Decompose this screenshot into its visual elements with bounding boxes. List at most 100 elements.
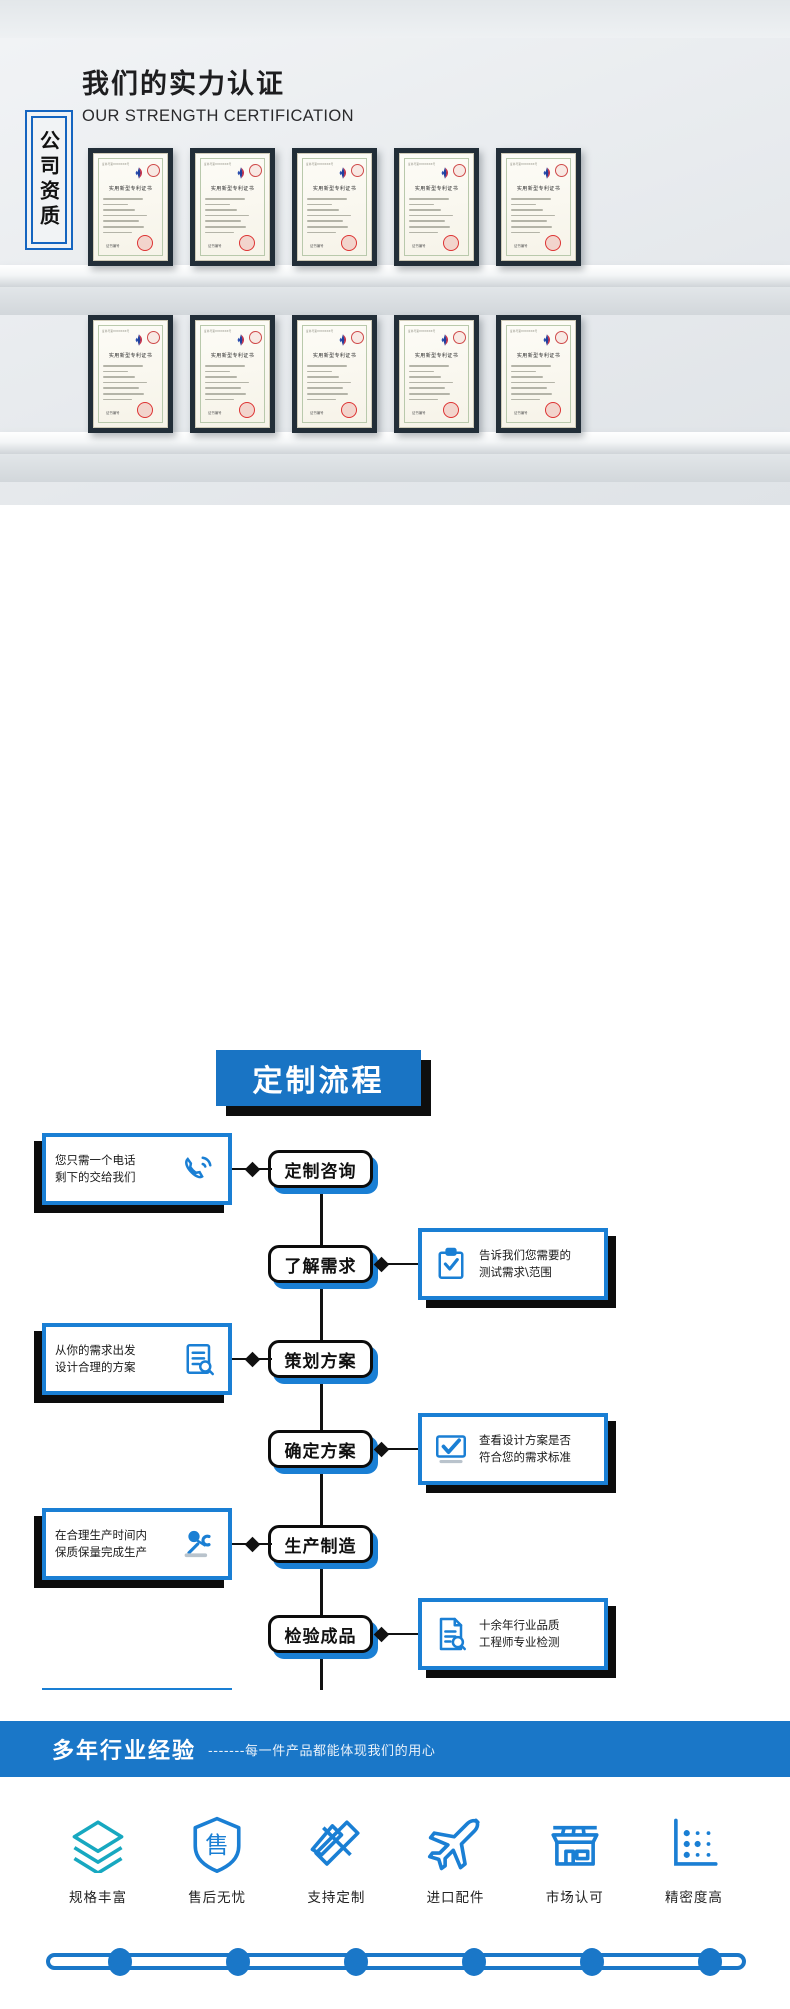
certificate-header-note: 证书号第XXXXXXX号 — [408, 330, 436, 333]
shelf-bottom — [0, 432, 790, 454]
certificate-signature: 证书编号 — [208, 244, 222, 248]
certificate-frame[interactable]: 证书号第XXXXXXX号实用新型专利证书证书编号 — [496, 148, 581, 266]
certificate-seal-icon — [555, 331, 568, 344]
certificate-header-note: 证书号第XXXXXXX号 — [102, 163, 130, 166]
flow-card-text: 十余年行业品质 工程师专业检测 — [479, 1618, 560, 1649]
certification-section: 我们的实力认证 OUR STRENGTH CERTIFICATION 公司资质 … — [0, 0, 790, 505]
certificate-paper: 证书号第XXXXXXX号实用新型专利证书证书编号 — [297, 320, 372, 428]
certificate-red-stamp-icon — [239, 235, 255, 251]
connector-line — [257, 1167, 272, 1171]
patent-logo-icon — [234, 166, 248, 179]
certificate-body-lines — [307, 365, 362, 404]
certificate-title: 实用新型专利证书 — [516, 186, 561, 192]
certification-heading: 我们的实力认证 OUR STRENGTH CERTIFICATION — [82, 62, 354, 126]
certificate-seal-icon — [147, 331, 160, 344]
certificate-frame[interactable]: 证书号第XXXXXXX号实用新型专利证书证书编号 — [394, 315, 479, 433]
certificate-title: 实用新型专利证书 — [210, 353, 255, 359]
experience-footer-section: 多年行业经验 -------每一件产品都能体现我们的用心 规格丰富售售后无忧支持… — [0, 1690, 790, 2009]
flow-card-left: 您只需一个电话 剩下的交给我们 — [34, 1133, 232, 1213]
flow-card-body[interactable]: 在合理生产时间内 保质保量完成生产 — [42, 1508, 232, 1580]
flow-card-right: 告诉我们您需要的 测试需求\范围 — [418, 1228, 616, 1308]
flow-card-body[interactable]: 查看设计方案是否 符合您的需求标准 — [418, 1413, 608, 1485]
feature-track-dot — [344, 1948, 368, 1976]
certificate-seal-icon — [249, 331, 262, 344]
certification-title-en: OUR STRENGTH CERTIFICATION — [82, 107, 354, 125]
flow-step-pill[interactable]: 生产制造 — [268, 1525, 373, 1563]
connector-line — [257, 1542, 272, 1546]
flow-step: 生产制造 — [268, 1525, 378, 1569]
flow-card-left: 从你的需求出发 设计合理的方案 — [34, 1323, 232, 1403]
certificate-body-lines — [307, 198, 362, 237]
certificate-title: 实用新型专利证书 — [312, 186, 357, 192]
feature-item[interactable]: 精密度高 — [642, 1808, 746, 1906]
certificate-body-lines — [103, 365, 158, 404]
certificate-header-note: 证书号第XXXXXXX号 — [204, 163, 232, 166]
certificate-signature: 证书编号 — [106, 411, 120, 415]
feature-track-dot — [580, 1948, 604, 1976]
certificate-title: 实用新型专利证书 — [516, 353, 561, 359]
certificate-signature: 证书编号 — [514, 244, 528, 248]
certificate-seal-icon — [249, 164, 262, 177]
certificate-frame[interactable]: 证书号第XXXXXXX号实用新型专利证书证书编号 — [496, 315, 581, 433]
flow-card-right: 查看设计方案是否 符合您的需求标准 — [418, 1413, 616, 1493]
flow-step-pill[interactable]: 确定方案 — [268, 1430, 373, 1468]
certificate-paper: 证书号第XXXXXXX号实用新型专利证书证书编号 — [195, 320, 270, 428]
certificate-row-bottom: 证书号第XXXXXXX号实用新型专利证书证书编号证书号第XXXXXXX号实用新型… — [88, 315, 581, 433]
feature-item[interactable]: 售售后无忧 — [165, 1808, 269, 1906]
flow-title-text: 定制流程 — [252, 1064, 385, 1099]
patent-logo-icon — [336, 166, 350, 179]
connector-diamond — [244, 1536, 260, 1552]
certificate-frame[interactable]: 证书号第XXXXXXX号实用新型专利证书证书编号 — [190, 315, 275, 433]
certificate-row-top: 证书号第XXXXXXX号实用新型专利证书证书编号证书号第XXXXXXX号实用新型… — [88, 148, 581, 266]
monitor-check-icon — [431, 1429, 471, 1469]
feature-track-dot — [108, 1948, 132, 1976]
flow-step-pill[interactable]: 检验成品 — [268, 1615, 373, 1653]
certification-title-cn: 我们的实力认证 — [82, 69, 285, 100]
flow-step-label: 确定方案 — [284, 1441, 357, 1462]
certificate-frame[interactable]: 证书号第XXXXXXX号实用新型专利证书证书编号 — [190, 148, 275, 266]
certificate-frame[interactable]: 证书号第XXXXXXX号实用新型专利证书证书编号 — [88, 315, 173, 433]
flow-connector-left — [232, 1161, 272, 1177]
flow-card-text: 查看设计方案是否 符合您的需求标准 — [479, 1433, 571, 1464]
flow-card-text: 从你的需求出发 设计合理的方案 — [55, 1343, 136, 1374]
flow-card-body[interactable]: 十余年行业品质 工程师专业检测 — [418, 1598, 608, 1670]
certificate-paper: 证书号第XXXXXXX号实用新型专利证书证书编号 — [501, 153, 576, 261]
flow-card-body[interactable]: 从你的需求出发 设计合理的方案 — [42, 1323, 232, 1395]
flow-connector-left — [232, 1351, 272, 1367]
shelf-top-face — [0, 287, 790, 315]
flow-step: 确定方案 — [268, 1430, 378, 1474]
certificate-red-stamp-icon — [239, 402, 255, 418]
certificate-paper: 证书号第XXXXXXX号实用新型专利证书证书编号 — [93, 320, 168, 428]
certificate-paper: 证书号第XXXXXXX号实用新型专利证书证书编号 — [399, 320, 474, 428]
feature-item[interactable]: 支持定制 — [284, 1808, 388, 1906]
certificate-seal-icon — [351, 164, 364, 177]
certificate-red-stamp-icon — [341, 402, 357, 418]
flow-card-body[interactable]: 您只需一个电话 剩下的交给我们 — [42, 1133, 232, 1205]
certificate-frame[interactable]: 证书号第XXXXXXX号实用新型专利证书证书编号 — [292, 148, 377, 266]
certificate-frame[interactable]: 证书号第XXXXXXX号实用新型专利证书证书编号 — [88, 148, 173, 266]
flow-card-body[interactable]: 告诉我们您需要的 测试需求\范围 — [418, 1228, 608, 1300]
company-qualification-label: 公司资质 — [36, 130, 61, 230]
experience-banner-subtitle: -------每一件产品都能体现我们的用心 — [208, 1743, 436, 1759]
flow-step: 定制咨询 — [268, 1150, 378, 1194]
connector-diamond — [244, 1161, 260, 1177]
certificate-paper: 证书号第XXXXXXX号实用新型专利证书证书编号 — [501, 320, 576, 428]
certificate-frame[interactable]: 证书号第XXXXXXX号实用新型专利证书证书编号 — [292, 315, 377, 433]
flow-step-label: 定制咨询 — [284, 1161, 357, 1182]
feature-label: 规格丰富 — [69, 1890, 127, 1906]
connector-line — [387, 1632, 418, 1636]
patent-logo-icon — [132, 333, 146, 346]
flow-step-label: 策划方案 — [284, 1351, 357, 1372]
feature-item[interactable]: 市场认可 — [523, 1808, 627, 1906]
flow-step-pill[interactable]: 策划方案 — [268, 1340, 373, 1378]
flow-step-pill[interactable]: 定制咨询 — [268, 1150, 373, 1188]
flow-step-pill[interactable]: 了解需求 — [268, 1245, 373, 1283]
certificate-frame[interactable]: 证书号第XXXXXXX号实用新型专利证书证书编号 — [394, 148, 479, 266]
certificate-header-note: 证书号第XXXXXXX号 — [102, 330, 130, 333]
feature-item[interactable]: 进口配件 — [404, 1808, 508, 1906]
certificate-body-lines — [205, 365, 260, 404]
certificate-seal-icon — [147, 164, 160, 177]
feature-label: 市场认可 — [545, 1890, 604, 1906]
feature-item[interactable]: 规格丰富 — [46, 1808, 150, 1906]
layers-icon — [46, 1808, 150, 1880]
